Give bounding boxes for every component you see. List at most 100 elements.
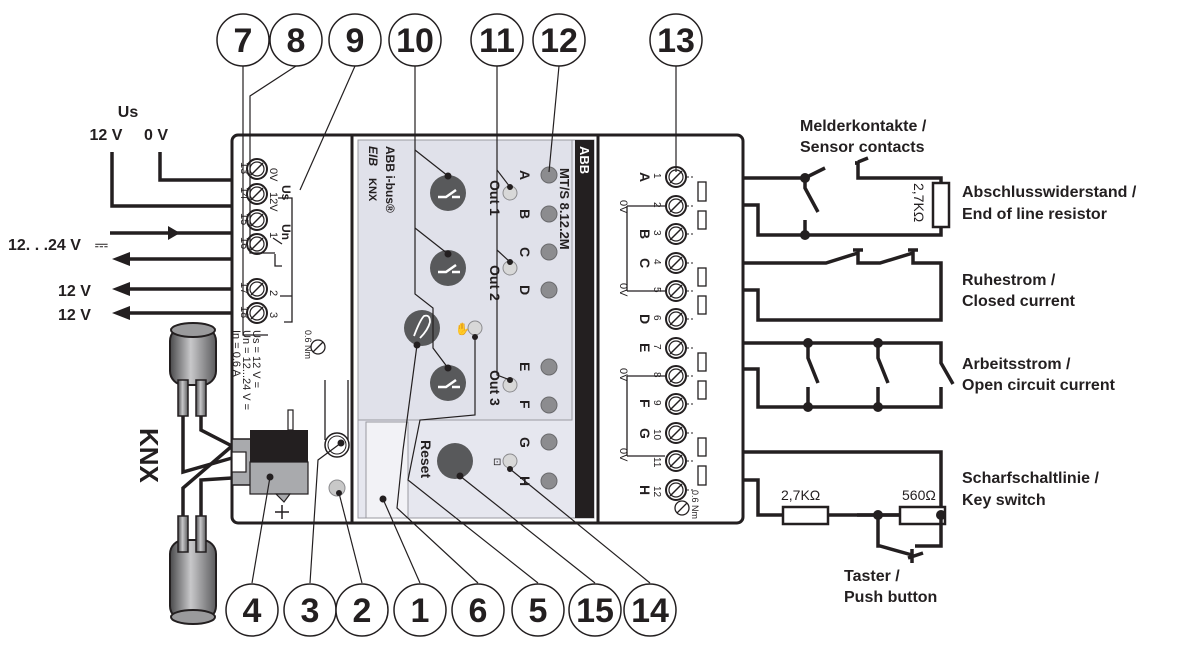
terminal-screw-17[interactable]: 17 — [238, 278, 268, 300]
callout-1: 1 — [393, 583, 447, 637]
input-terminal-11[interactable]: 11 — [651, 450, 695, 472]
terminal-number: 2 — [651, 202, 662, 208]
arrow-out-icon — [112, 282, 130, 296]
svg-text:8: 8 — [287, 22, 306, 60]
us-12v-label: 12 V — [90, 127, 123, 144]
led-letter: A — [517, 170, 533, 180]
svg-text:Closed current: Closed current — [962, 293, 1076, 310]
led-letter: C — [517, 247, 533, 257]
out1-label: Out 1 — [487, 180, 503, 216]
input-terminal-7[interactable]: 7E — [637, 337, 695, 359]
callout-10: 10 — [388, 13, 442, 67]
svg-text:14: 14 — [631, 592, 669, 630]
left-supply: Us 12 V 0 V 12. . .24 V ⎓ 12 V 12 V — [8, 104, 232, 324]
callout-4: 4 — [225, 583, 279, 637]
svg-text:12: 12 — [540, 22, 578, 60]
out2-button[interactable] — [430, 250, 466, 286]
svg-text:3: 3 — [301, 592, 320, 630]
input-led-d: D — [517, 281, 558, 299]
led-letter: F — [517, 400, 533, 409]
svg-text:Taster /: Taster / — [844, 568, 900, 585]
terminal-screw-16[interactable]: 16 — [238, 233, 268, 255]
callout-15: 15 — [568, 583, 622, 637]
terminal-number: 10 — [651, 429, 662, 441]
terminal-screw-18[interactable]: 18 — [238, 302, 268, 324]
terminal-letter: G — [637, 428, 653, 439]
terminal-screw-15[interactable]: 15 — [238, 209, 268, 231]
terminal-resistor — [697, 210, 707, 230]
circuit-key-switch: 2,7KΩ 560Ω Scharfschaltlinie / Key switc… — [743, 450, 1099, 606]
out-12v-label-2: 12 V — [58, 307, 91, 324]
resistor-2k7 — [781, 505, 830, 526]
terminal-letter: F — [637, 399, 653, 408]
callout-11: 11 — [470, 13, 524, 67]
alarm-led: ⊡ — [493, 453, 518, 472]
input-led-c: C — [517, 243, 558, 261]
callout-12: 12 — [532, 13, 586, 67]
input-terminal-6[interactable]: 6D — [637, 308, 695, 330]
eib-logo: EIB — [366, 146, 380, 166]
key-symbol-icon: ⊡ — [493, 457, 501, 468]
input-terminal-4[interactable]: 4C — [637, 252, 695, 274]
programming-led — [328, 479, 346, 497]
knx-bus-connector — [231, 409, 309, 519]
input-terminal-10[interactable]: 10G — [637, 422, 695, 444]
terminal-number: 5 — [651, 287, 662, 293]
svg-text:0.6 Nm: 0.6 Nm — [303, 330, 313, 359]
abb-logo: ABB — [577, 146, 592, 174]
supply-labels: 0V 12V Us Un 1 2 3 Us = 12 V = Un = 12..… — [230, 168, 326, 410]
svg-text:Key switch: Key switch — [962, 492, 1046, 509]
svg-text:4: 4 — [243, 592, 262, 630]
svg-text:7: 7 — [234, 22, 253, 60]
input-terminal-9[interactable]: 9F — [637, 393, 695, 415]
svg-text:Scharfschaltlinie /: Scharfschaltlinie / — [962, 470, 1099, 487]
terminal-resistor — [697, 437, 707, 457]
wire-0v — [158, 152, 232, 182]
svg-text:End of line resistor: End of line resistor — [962, 206, 1107, 223]
callouts-top: 7 8 9 10 11 12 13 — [216, 13, 703, 67]
led-letter: D — [517, 285, 533, 295]
input-led-e: E — [517, 358, 558, 376]
callout-2: 2 — [335, 583, 389, 637]
svg-text:3: 3 — [267, 312, 279, 318]
svg-text:2,7KΩ: 2,7KΩ — [911, 183, 927, 222]
input-terminal-8[interactable]: 8 — [651, 365, 695, 387]
input-terminal-5[interactable]: 5 — [651, 280, 695, 302]
terminal-number: 1 — [651, 173, 662, 179]
knx-label: KNX — [134, 428, 164, 484]
callout-5: 5 — [511, 583, 565, 637]
terminal-letter: A — [637, 172, 653, 182]
arrow-out-icon — [112, 306, 130, 320]
svg-text:2: 2 — [353, 592, 372, 630]
terminal-letter: C — [637, 258, 653, 268]
terminal-number: 12 — [651, 486, 662, 498]
input-terminal-2[interactable]: 2 — [651, 195, 695, 217]
out3-button[interactable] — [430, 364, 466, 402]
svg-text:5: 5 — [529, 592, 548, 630]
us-label: Us — [118, 104, 139, 121]
svg-text:2,7KΩ: 2,7KΩ — [781, 487, 820, 503]
input-terminal-1[interactable]: 1A — [637, 166, 695, 188]
plus-icon — [275, 505, 289, 519]
circuit-closed-current: Ruhestrom / Closed current — [743, 248, 1076, 322]
terminal-number: 6 — [651, 315, 662, 321]
svg-text:Push button: Push button — [844, 589, 937, 606]
input-terminal-3[interactable]: 3B — [637, 223, 695, 245]
terminal-resistor — [697, 352, 707, 372]
terminal-number: 3 — [651, 230, 662, 236]
callout-7: 7 — [216, 13, 270, 67]
arrow-out-icon — [112, 252, 130, 266]
svg-text:0V: 0V — [617, 200, 629, 214]
terminal-screw-13[interactable]: 13 — [238, 158, 268, 180]
terminal-screw-14[interactable]: 14 — [238, 183, 268, 205]
product-line-label: ABB i-bus® — [383, 146, 397, 213]
terminal-number: 14 — [238, 187, 250, 199]
terminal-number: 7 — [651, 344, 662, 350]
out2-label: Out 2 — [487, 265, 503, 301]
svg-text:1: 1 — [411, 592, 430, 630]
input-terminal-12[interactable]: 12H — [637, 479, 695, 501]
